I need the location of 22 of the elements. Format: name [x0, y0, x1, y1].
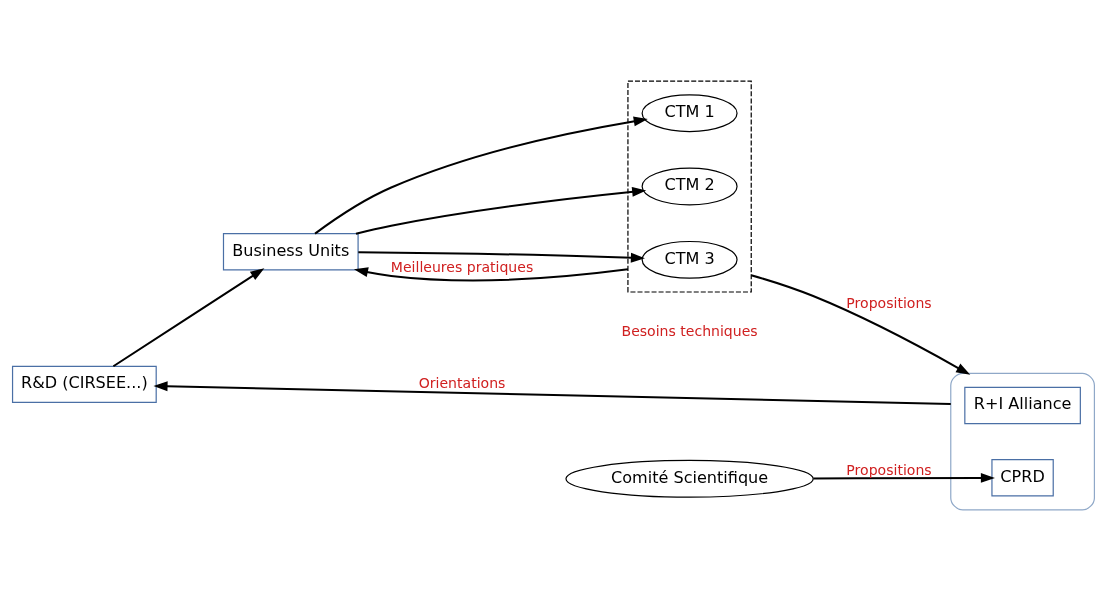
edge-label: Orientations: [418, 374, 506, 391]
label: Besoins techniques: [621, 322, 758, 339]
node-ellipse: CTM 1: [641, 93, 738, 132]
arrow: [355, 186, 647, 235]
arrow: [353, 266, 629, 281]
node-box: R+I Alliance: [964, 386, 1081, 424]
node-box: Business Units: [222, 232, 359, 270]
edge-label: Propositions: [846, 461, 932, 478]
edge-label: Meilleures pratiques: [390, 258, 534, 275]
cluster: [950, 372, 1095, 511]
node-ellipse: CTM 2: [641, 167, 738, 205]
node-box: R&D (CIRSEE...): [11, 365, 157, 403]
node-box: CPRD: [991, 458, 1054, 496]
arrow: [153, 380, 951, 405]
arrow: [112, 267, 265, 367]
arrow: [358, 250, 645, 263]
arrow: [813, 472, 995, 483]
node-ellipse: Comité Scientifique: [565, 459, 814, 498]
node-ellipse: CTM 3: [641, 240, 738, 279]
arrow: [750, 273, 971, 375]
arrow: [314, 115, 648, 234]
edge-label: Propositions: [846, 294, 932, 311]
